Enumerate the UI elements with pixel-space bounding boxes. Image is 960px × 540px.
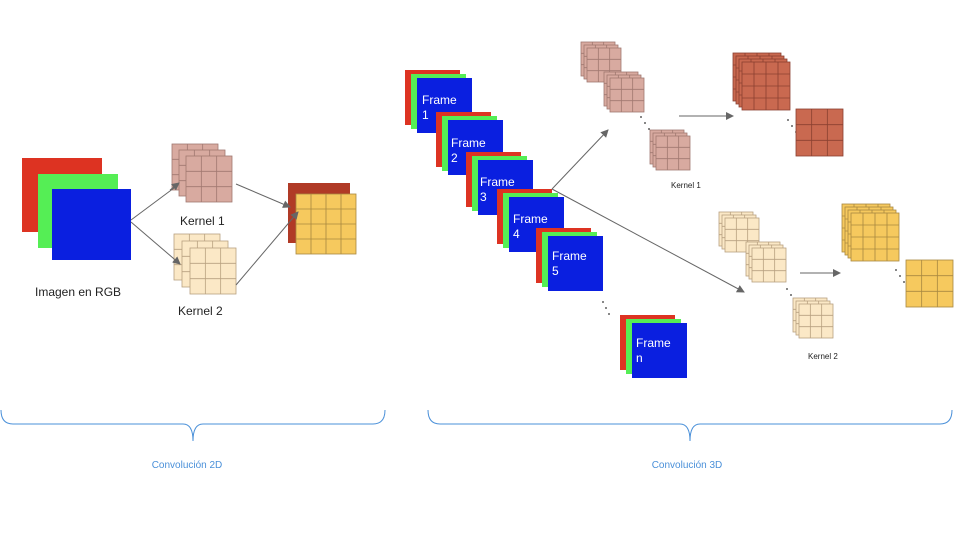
diagram-shapes [0, 41, 954, 442]
kernel1-3d-cube-b-layer-3 [609, 77, 645, 113]
kernel1-2d [171, 143, 233, 203]
arrow-k2-to-output [235, 211, 299, 286]
frames-ellipsis [602, 301, 610, 315]
output2-3d-stack-layer-4 [850, 212, 900, 262]
kernel1-label-2d: Kernel 1 [180, 214, 225, 228]
arrow-frames-to-k1 [551, 129, 609, 190]
svg-text:4: 4 [513, 227, 520, 241]
svg-text:1: 1 [422, 108, 429, 122]
kernel2-3d-cube-a [718, 211, 760, 253]
output1-3d-stack [732, 52, 791, 111]
svg-text:Frame: Frame [513, 212, 548, 226]
kernel2-3d-cube-b-layer-3 [751, 247, 787, 283]
kernel1-3d-cube-b [603, 71, 645, 113]
kernel2-3d-cube-b [745, 241, 787, 283]
output2-3d-single [905, 259, 954, 308]
kernel2-3d-cube-n [792, 297, 834, 339]
frame-1 [405, 70, 472, 133]
kernel1-3d-cube-a [580, 41, 622, 83]
arrow-rgb-to-k2 [130, 221, 181, 265]
svg-text:2: 2 [451, 151, 458, 165]
frame-label-n: Frame n [636, 336, 671, 365]
kernel1-2d-layer-3 [185, 155, 233, 203]
rgb-image-label: Imagen en RGB [35, 285, 121, 299]
output1-3d-stack-layer-4 [741, 61, 791, 111]
kernel2-label-3d: Kernel 2 [808, 352, 838, 361]
svg-text:Frame: Frame [552, 249, 587, 263]
kernel2-2d-layer-3 [189, 247, 237, 295]
frame-6 [620, 315, 687, 378]
arrow-rgb-to-k1 [130, 184, 179, 221]
output-2d-front [295, 193, 357, 255]
frame-label-1: Frame 1 [422, 93, 457, 122]
kernel1-3d-cube-n-layer-3 [655, 135, 691, 171]
kernel1-3d-ellipsis [640, 116, 650, 130]
frame-label-2: Frame 2 [451, 136, 486, 165]
svg-text:Frame: Frame [422, 93, 457, 107]
frame-2 [436, 112, 503, 175]
frame-label-5: Frame 5 [552, 249, 587, 278]
arrow-k1-to-output [235, 183, 291, 208]
brace-3d [427, 409, 953, 442]
frame-label-3: Frame 3 [480, 175, 515, 204]
output2-3d-stack [841, 203, 900, 262]
kernel1-3d-cube-n [649, 129, 691, 171]
kernel2-2d [173, 233, 237, 295]
svg-text:Frame: Frame [480, 175, 515, 189]
output1-3d-ellipsis [787, 119, 797, 133]
brace-2d [0, 409, 386, 442]
svg-text:5: 5 [552, 264, 559, 278]
output2-3d-ellipsis [895, 269, 905, 283]
output1-3d-single [795, 108, 844, 157]
svg-text:Frame: Frame [636, 336, 671, 350]
kernel2-3d-cube-n-layer-3 [798, 303, 834, 339]
frame-label-4: Frame 4 [513, 212, 548, 241]
rgb-blue-channel [52, 189, 131, 260]
frame-5 [536, 228, 603, 291]
section-label-3d: Convolución 3D [652, 460, 723, 471]
kernel2-label-2d: Kernel 2 [178, 304, 223, 318]
svg-text:3: 3 [480, 190, 487, 204]
kernel1-label-3d: Kernel 1 [671, 181, 701, 190]
section-label-2d: Convolución 2D [152, 460, 223, 471]
arrow-rgb-to-k1-head [169, 182, 180, 191]
svg-text:Frame: Frame [451, 136, 486, 150]
svg-text:n: n [636, 351, 643, 365]
arrow-frames-to-k2 [551, 188, 745, 293]
